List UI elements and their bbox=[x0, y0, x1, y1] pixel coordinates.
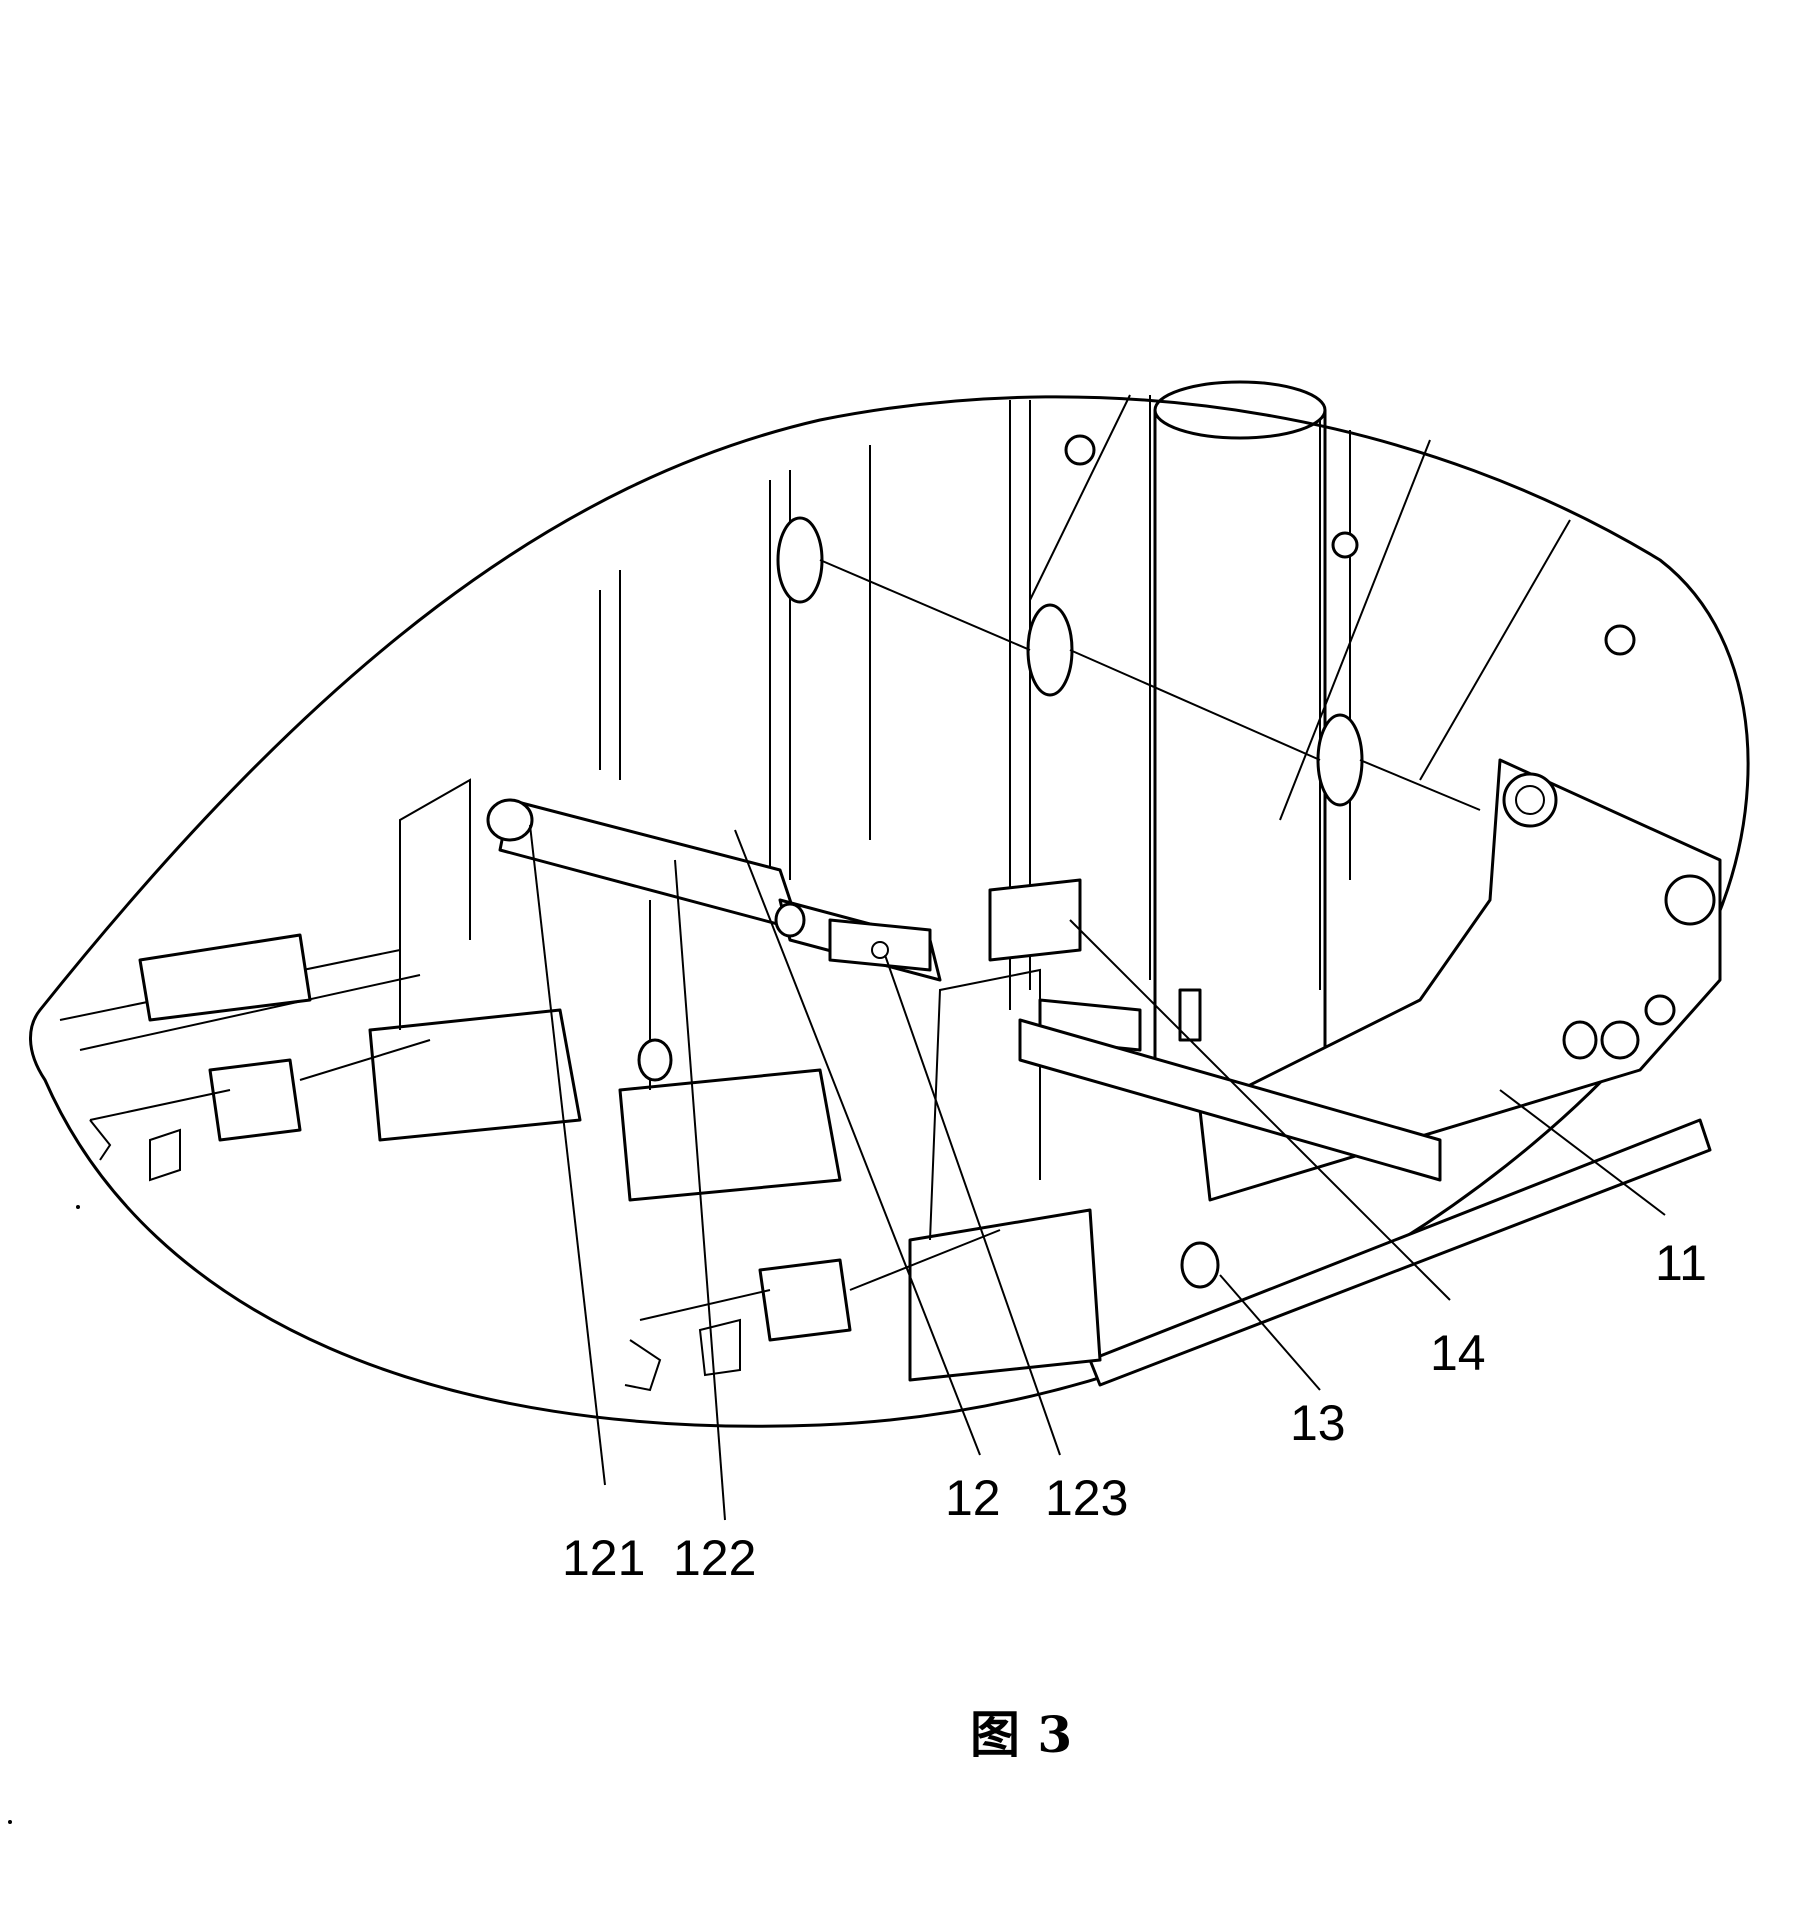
scan-dot bbox=[8, 1820, 12, 1824]
callout-14: 14 bbox=[1430, 1325, 1486, 1381]
callout-121: 121 bbox=[562, 1530, 645, 1586]
base-rail bbox=[59, 949, 1712, 1387]
actuator-cylinder bbox=[486, 798, 1442, 1182]
rollers bbox=[776, 516, 1481, 811]
callout-123: 123 bbox=[1045, 1470, 1128, 1526]
callout-12: 12 bbox=[945, 1470, 1001, 1526]
side-plate bbox=[1198, 758, 1722, 1202]
linkage-arms bbox=[89, 1039, 1001, 1392]
scan-dot bbox=[76, 1205, 80, 1209]
mechanism-drawing bbox=[59, 380, 1722, 1392]
vertical-columns bbox=[599, 394, 1571, 1010]
detail-outline bbox=[29, 395, 1750, 1428]
callout-122: 122 bbox=[673, 1530, 756, 1586]
leader-lines bbox=[529, 824, 1666, 1521]
callout-labels: 121 122 12 123 13 14 11 bbox=[562, 1235, 1707, 1586]
figure-caption: 图 3 bbox=[970, 1705, 1072, 1764]
callout-11: 11 bbox=[1655, 1235, 1707, 1291]
callout-13: 13 bbox=[1290, 1395, 1346, 1451]
bracket-block bbox=[988, 878, 1202, 1042]
pins bbox=[637, 434, 1676, 1289]
